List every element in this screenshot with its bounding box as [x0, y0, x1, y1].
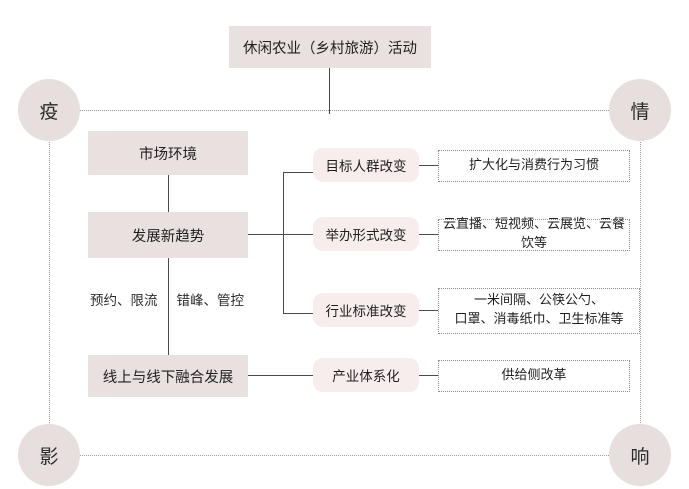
corner-label-bottom-right: 响	[630, 445, 650, 468]
node-audience-change-label: 目标人群改变	[325, 159, 407, 175]
connector-standard-to-detail	[419, 310, 438, 311]
detail-standard: 一米间隔、公筷公勺、 口罩、消毒纸巾、卫生标准等	[438, 288, 640, 334]
node-audience-change: 目标人群改变	[313, 148, 419, 182]
root-node: 休闲农业（乡村旅游）活动	[229, 26, 431, 68]
detail-audience: 扩大化与消费行为习惯	[438, 150, 630, 182]
node-standard-change: 行业标准改变	[313, 293, 419, 327]
connector-market-to-trend	[168, 175, 169, 212]
frame-top-edge	[45, 110, 645, 111]
connector-branch-industry	[248, 375, 313, 376]
detail-standard-line2: 口罩、消毒纸巾、卫生标准等	[454, 312, 624, 327]
node-online-offline-integration-label: 线上与线下融合发展	[102, 369, 234, 386]
node-development-trend: 发展新趋势	[88, 212, 248, 258]
root-connector	[329, 68, 330, 114]
node-online-offline-integration: 线上与线下融合发展	[88, 355, 248, 397]
corner-label-top-left: 疫	[39, 100, 59, 123]
node-standard-change-label: 行业标准改变	[325, 304, 407, 320]
connector-audience-to-detail	[419, 165, 438, 166]
detail-standard-line1: 一米间隔、公筷公勺、	[473, 293, 604, 309]
connector-format-to-detail	[419, 234, 438, 235]
corner-label-top-right: 情	[630, 100, 650, 123]
connector-branch-format	[283, 234, 313, 235]
corner-node-top-right: 情	[609, 79, 671, 141]
measures-text-right: 错峰、管控	[176, 293, 245, 309]
detail-industry-text: 供给侧改革	[501, 367, 567, 383]
node-industry-system: 产业体系化	[313, 358, 419, 392]
measures-text-group: 预约、限流 错峰、管控	[88, 286, 248, 312]
measures-text-left: 预约、限流	[90, 293, 158, 309]
frame-bottom-edge	[45, 455, 645, 456]
detail-format-text: 云直播、短视频、云展览、云餐饮等	[442, 217, 625, 251]
connector-branch-standard	[283, 313, 313, 314]
connector-trend-to-online	[168, 258, 169, 355]
corner-node-bottom-right: 响	[609, 424, 671, 486]
connector-industry-to-detail	[419, 375, 438, 376]
corner-node-top-left: 疫	[18, 79, 80, 141]
corner-label-bottom-left: 影	[39, 445, 59, 468]
frame-right-edge	[640, 110, 641, 455]
detail-industry: 供给侧改革	[438, 360, 630, 392]
node-format-change: 举办形式改变	[313, 217, 419, 251]
detail-format: 云直播、短视频、云展览、云餐饮等	[438, 217, 630, 251]
node-development-trend-label: 发展新趋势	[131, 228, 205, 245]
connector-trunk-vertical	[283, 172, 284, 314]
root-node-label: 休闲农业（乡村旅游）活动	[243, 40, 417, 57]
node-format-change-label: 举办形式改变	[325, 228, 407, 244]
connector-branch-audience	[283, 172, 313, 173]
node-market-environment: 市场环境	[88, 131, 248, 175]
node-industry-system-label: 产业体系化	[332, 369, 400, 385]
corner-node-bottom-left: 影	[18, 424, 80, 486]
connector-trunk-horizontal	[248, 234, 283, 235]
node-market-environment-label: 市场环境	[139, 146, 197, 163]
detail-audience-text: 扩大化与消费行为习惯	[468, 157, 599, 173]
frame-left-edge	[49, 110, 50, 455]
